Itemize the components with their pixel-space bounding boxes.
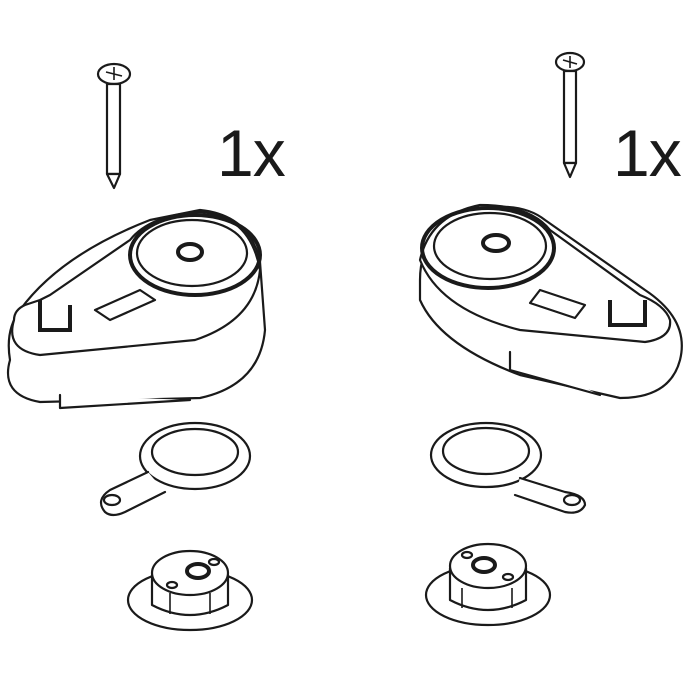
left-quantity-label: 1x	[217, 116, 286, 190]
right-hinge-bracket	[418, 203, 683, 400]
left-screw-icon	[96, 62, 132, 190]
right-ring-lever	[429, 421, 587, 514]
right-quantity-label: 1x	[613, 116, 682, 190]
right-flanged-bushing	[424, 542, 552, 627]
right-screw-icon	[554, 51, 586, 179]
left-flanged-bushing	[126, 549, 254, 632]
left-ring-lever	[99, 421, 252, 517]
left-hinge-bracket	[6, 208, 267, 410]
